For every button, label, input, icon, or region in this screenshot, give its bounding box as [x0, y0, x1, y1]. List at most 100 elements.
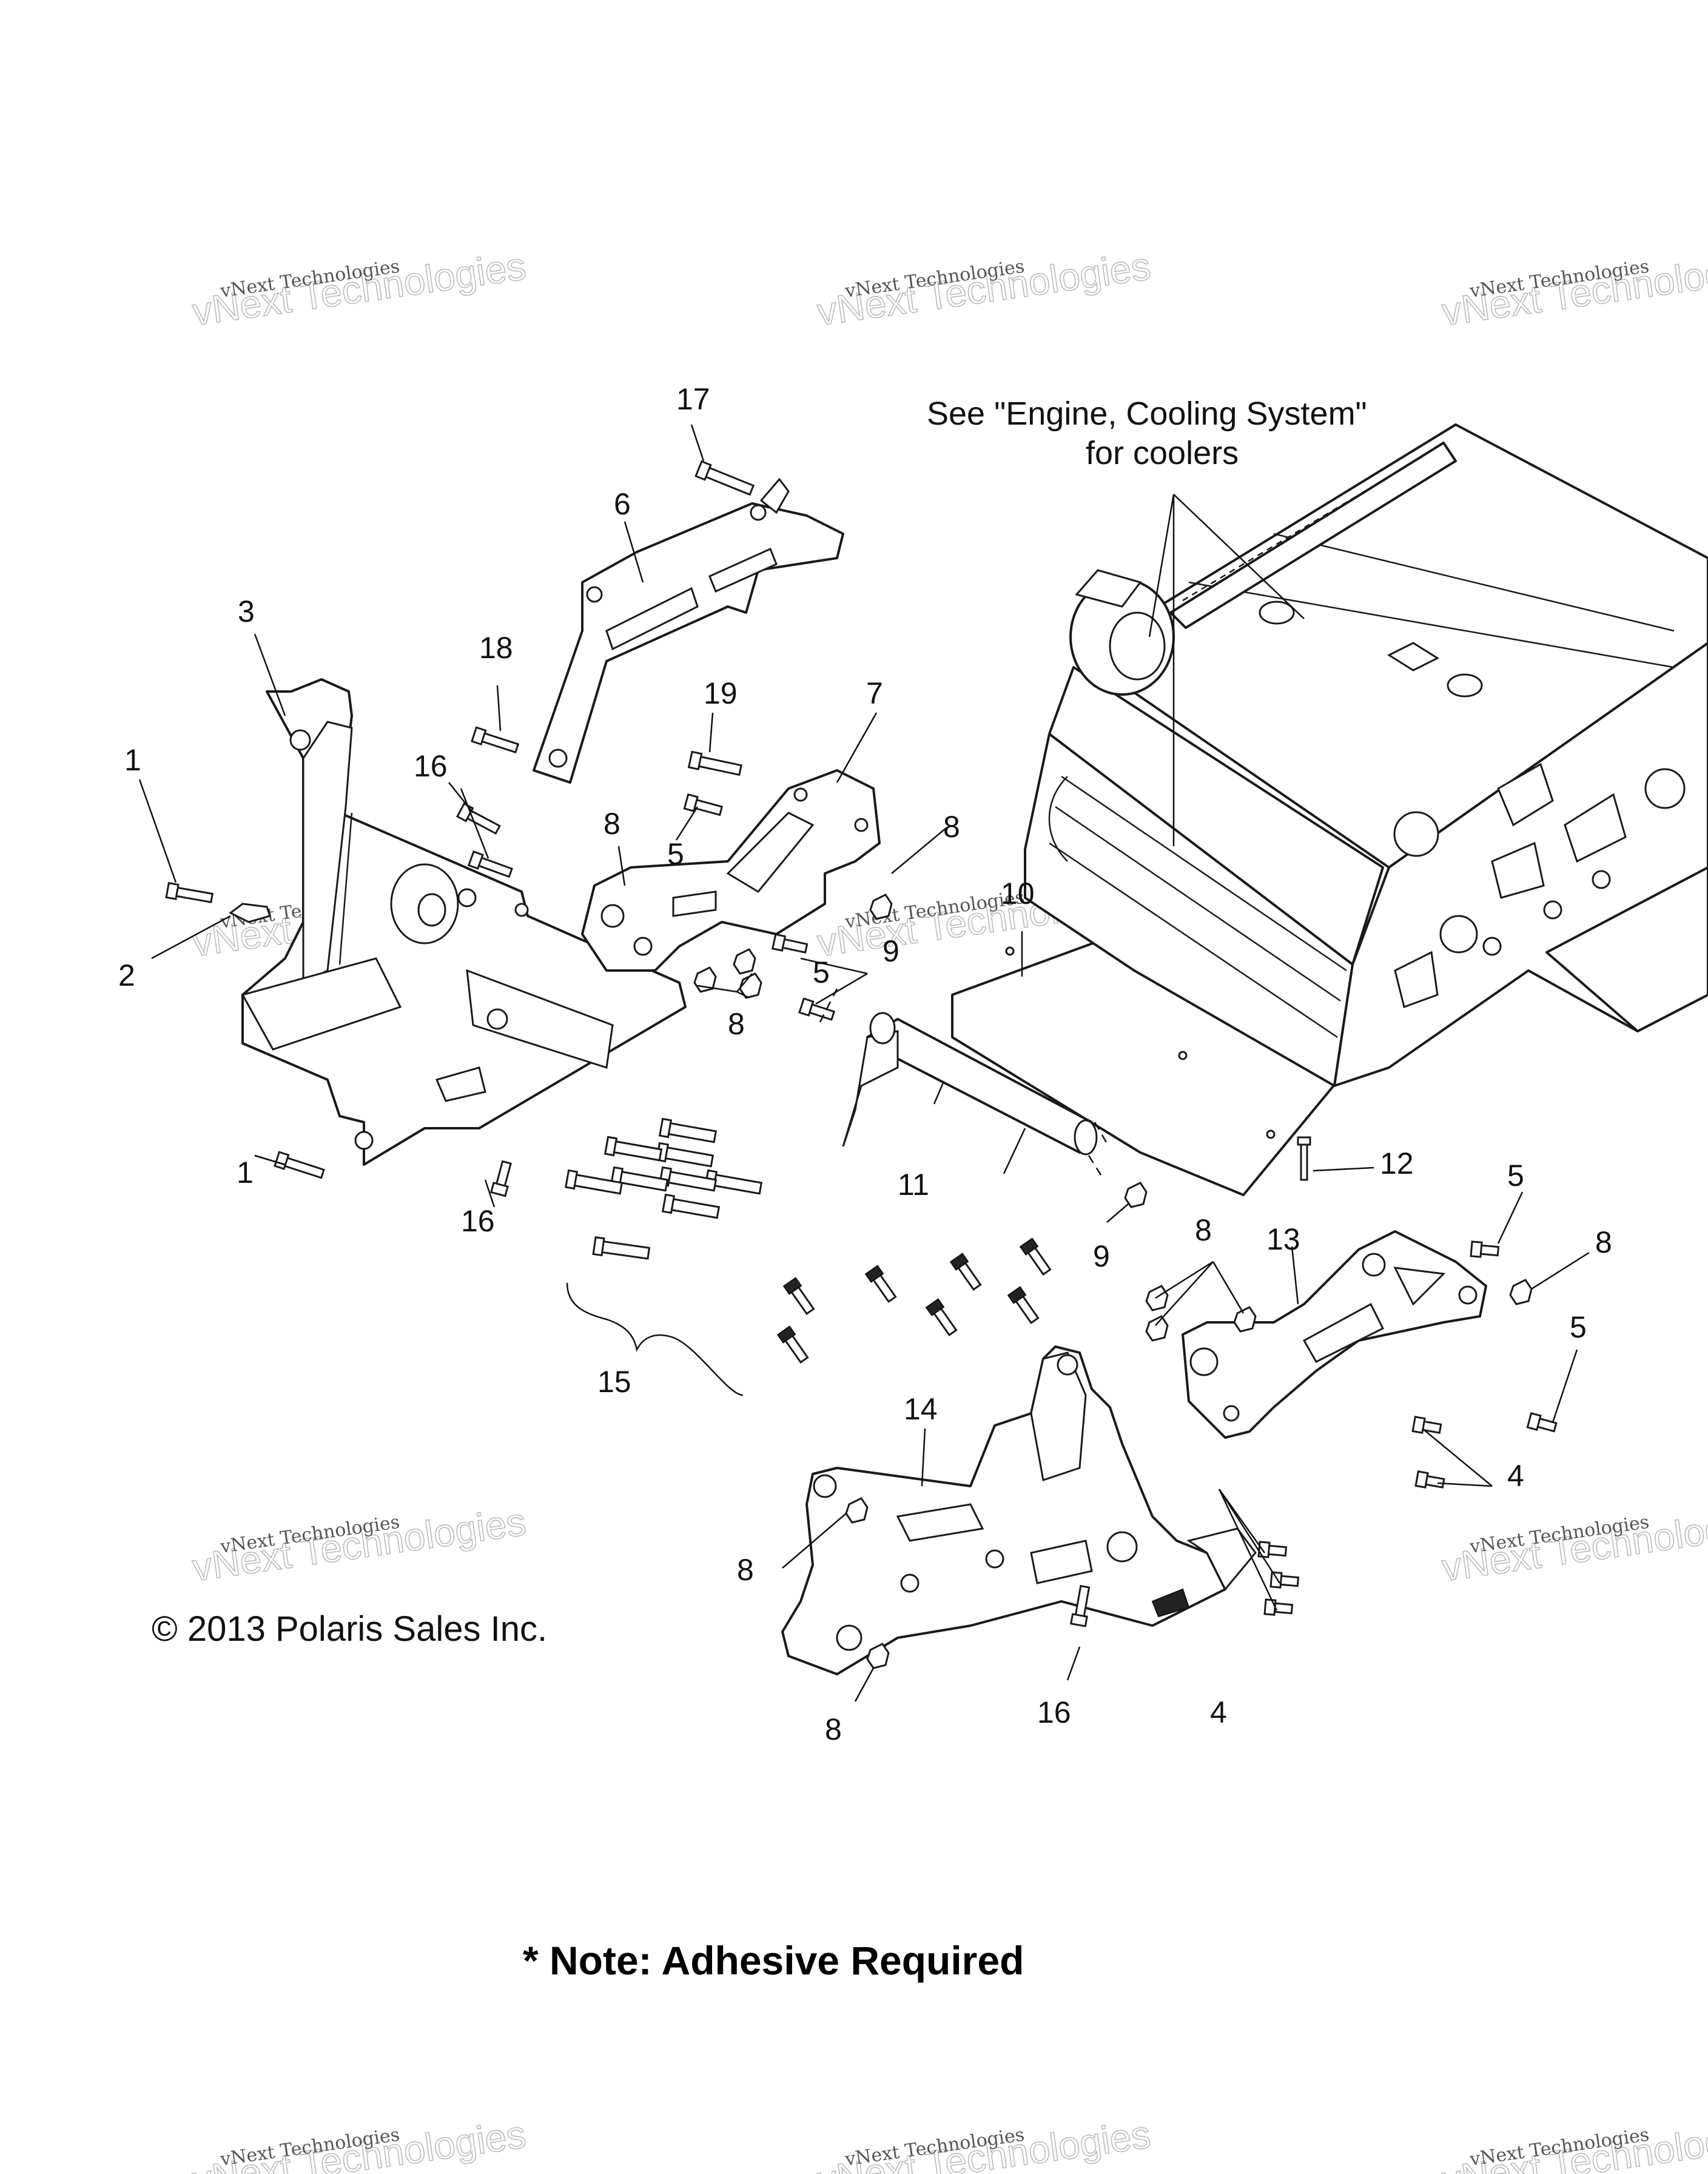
engine-cooling-reference-line2: for coolers: [1086, 435, 1239, 471]
callout-8: 8: [1595, 1225, 1612, 1259]
bolt-1: [274, 1151, 325, 1179]
callout-7: 7: [866, 676, 883, 710]
bolt-9: [798, 997, 836, 1021]
right-bracket-slot: [1393, 1267, 1446, 1306]
cross-tube-end: [869, 1012, 896, 1045]
part-7-center-bracket: [581, 769, 881, 972]
side-plate-cutout: [1497, 762, 1554, 827]
callout-12: 12: [1380, 1146, 1414, 1180]
callout-5: 5: [1570, 1310, 1587, 1344]
bracket-15-brace: [566, 1282, 744, 1396]
bolt-15: [658, 1117, 718, 1143]
lower-bulkhead-dark-face: [1151, 1588, 1190, 1618]
brace-hole: [548, 749, 568, 768]
engine-cooling-reference-line1: See "Engine, Cooling System": [927, 395, 1367, 432]
fasteners: [165, 460, 1558, 1669]
lower-bulkhead-hole: [900, 1573, 920, 1593]
steering-post-bore: [1109, 611, 1166, 681]
watermark-bottom-right: vNext Technologies vNext Technologies: [1439, 2112, 1708, 2174]
lower-bulkhead-mount: [1186, 1527, 1257, 1591]
right-bracket-hole: [1458, 1285, 1478, 1305]
callout-4: 4: [1210, 1695, 1227, 1729]
clip-2: [229, 903, 271, 923]
callout-8: 8: [728, 1007, 745, 1041]
side-plate-cutout: [1394, 951, 1439, 1008]
callout-16: 16: [1037, 1695, 1071, 1729]
tunnel-rail-rivets: [1182, 454, 1426, 602]
nut-9: [1124, 1182, 1148, 1208]
lower-bulkhead-hole: [813, 1474, 837, 1498]
part-11-cross-tube: [842, 1012, 1098, 1156]
callout-5: 5: [813, 955, 830, 989]
bulkhead-hole: [354, 1131, 374, 1150]
top-fitting-square: [1387, 642, 1440, 671]
tunnel-crease: [1188, 581, 1708, 675]
chassis-rail-line: [1061, 775, 1347, 972]
callout-16: 16: [414, 749, 448, 783]
center-bracket-hole: [854, 818, 869, 832]
bolt-5: [772, 933, 809, 954]
callout-10: 10: [1001, 877, 1035, 910]
center-bracket-hole: [793, 787, 808, 802]
bolt-15: [592, 1236, 651, 1260]
chassis-rail-line: [1049, 842, 1338, 1038]
callout-8: 8: [737, 1553, 754, 1587]
right-bracket-slot: [1302, 1302, 1385, 1363]
bulkhead-arm-box: [466, 969, 614, 1069]
callout-8: 8: [943, 810, 960, 844]
right-bracket-hole: [1223, 1405, 1240, 1422]
callout-8: 8: [1195, 1213, 1212, 1247]
bolt-4-group: [776, 1237, 1558, 1627]
bolt-15: [564, 1169, 624, 1195]
lower-bulkhead-hole: [1106, 1531, 1138, 1563]
nut-8: [1145, 1315, 1169, 1342]
right-bracket-hole: [1362, 1253, 1386, 1277]
bulkhead-arm-box: [241, 957, 402, 1051]
bolt-19: [687, 750, 742, 776]
watermark-bottom-center: vNext Technologies vNext Technologies: [814, 2112, 1154, 2174]
side-plate-hole: [1393, 811, 1439, 857]
brace-tab: [759, 477, 790, 514]
steering-post-bracket: [1075, 569, 1142, 608]
top-fitting-round: [1447, 673, 1483, 698]
side-plate-hole: [1592, 870, 1611, 889]
callout-3: 3: [238, 594, 255, 628]
side-plate-hole: [1439, 915, 1478, 954]
leader-lines: [138, 424, 1590, 1702]
nut-8-group: [693, 893, 1533, 1669]
callout-15: 15: [597, 1365, 631, 1399]
lower-bulkhead-slot: [896, 1503, 984, 1542]
center-bracket-hole: [633, 937, 653, 956]
lower-bulkhead-hole: [836, 1624, 862, 1651]
bulkhead-hole: [486, 1008, 508, 1030]
nut-8: [1233, 1306, 1257, 1333]
bolt-17: [694, 460, 755, 496]
nut-8: [1145, 1285, 1169, 1311]
brace-cutout: [708, 547, 778, 593]
callout-14: 14: [904, 1392, 938, 1426]
coolant-hose: [1048, 776, 1068, 862]
bolt-15: [661, 1193, 721, 1219]
callout-19: 19: [704, 676, 738, 710]
rear-rail: [1545, 866, 1708, 1032]
bolt-1: [165, 882, 214, 904]
lower-bulkhead-slot: [1030, 1540, 1093, 1584]
bolt-15: [655, 1142, 714, 1168]
brace-hole: [586, 586, 603, 603]
watermark-top-right: vNext Technologies vNext Technologies: [1439, 243, 1708, 334]
bulkhead-hole: [289, 729, 311, 751]
right-bracket-hole: [1189, 1347, 1219, 1376]
bolt-18: [471, 726, 520, 754]
watermark-bottom-left: vNext Technologies vNext Technologies: [189, 2112, 529, 2174]
callout-labels: 17 6 3 18 19 7 1 16 8 5 8 10 2 5 9 8 1 1…: [118, 382, 1612, 1746]
watermark-top-center: vNext Technologies vNext Technologies: [814, 243, 1154, 334]
part-14-lower-bulkhead: [781, 1345, 1257, 1675]
bolt-12: [1297, 1136, 1311, 1181]
center-bracket-cutout: [672, 890, 717, 917]
floor-tab: [1178, 1051, 1188, 1060]
brace-cutout: [605, 587, 699, 651]
bulkhead-slot: [435, 1066, 486, 1102]
callout-17: 17: [676, 382, 710, 416]
bulkhead-hole: [514, 903, 529, 917]
